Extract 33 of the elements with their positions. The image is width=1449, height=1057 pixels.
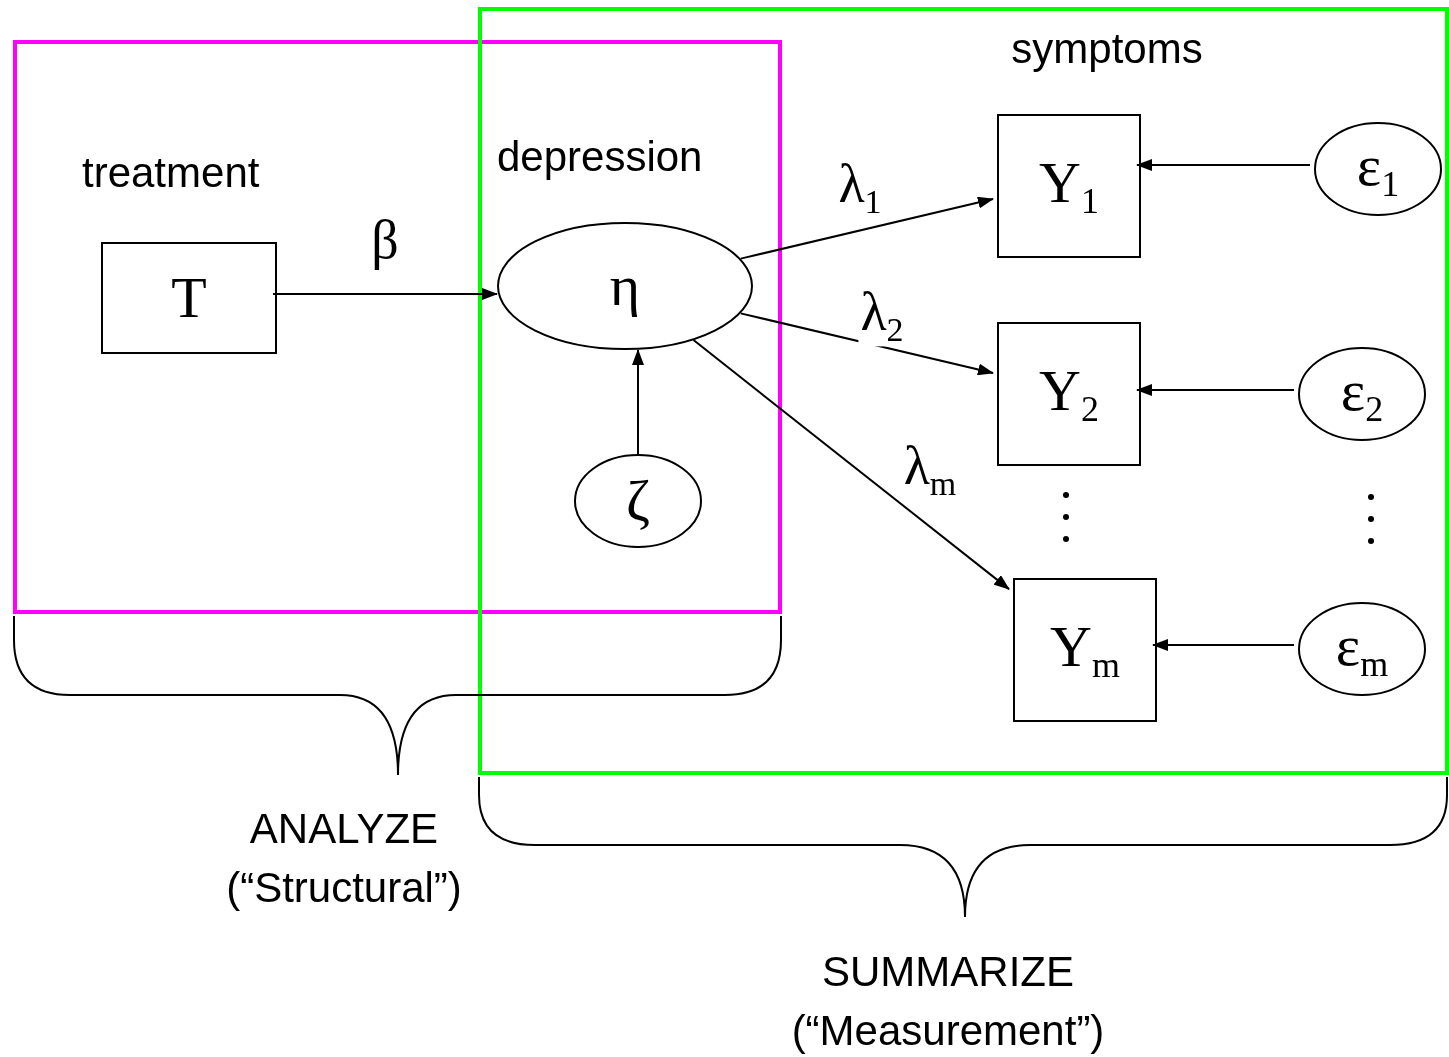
arrow	[739, 196, 994, 260]
variable-box	[101, 242, 277, 354]
structural-region-frame	[13, 40, 782, 614]
variable-symbol: ε$_{1}$	[1355, 131, 1401, 206]
measurement-region-frame	[478, 7, 1449, 775]
variable-symbol: ε$_{m}$	[1334, 611, 1390, 686]
node-caption: treatment	[82, 148, 260, 198]
arrow	[739, 312, 994, 376]
variable-symbol: Y$_{2}$	[1038, 356, 1100, 431]
bracket-label: ANALYZE (“Structural”)	[225, 804, 463, 913]
arrow	[1136, 159, 1311, 171]
variable-symbol: ζ	[625, 467, 651, 535]
arrow	[1136, 384, 1295, 396]
latent-ellipse	[1298, 602, 1426, 696]
bracket-label: SUMMARIZE (“Measurement”)	[790, 947, 1106, 1056]
group-label: symptoms	[1010, 24, 1204, 74]
variable-box	[997, 114, 1141, 258]
latent-ellipse	[1314, 122, 1442, 216]
latent-ellipse	[574, 454, 702, 548]
variable-symbol: T	[170, 264, 208, 332]
node-caption: depression	[497, 132, 703, 182]
arrow	[692, 339, 1010, 591]
latent-ellipse	[1298, 347, 1426, 441]
variable-symbol: ε$_{2}$	[1339, 356, 1385, 431]
arrow	[632, 349, 644, 455]
variable-symbol: Y$_{m}$	[1049, 612, 1121, 687]
arrow	[1152, 639, 1295, 651]
variable-symbol: η	[608, 252, 642, 320]
variable-symbol: Y$_{1}$	[1038, 148, 1100, 223]
latent-ellipse	[497, 222, 753, 350]
arrow	[272, 288, 498, 300]
variable-box	[1013, 578, 1157, 722]
variable-box	[997, 322, 1141, 466]
